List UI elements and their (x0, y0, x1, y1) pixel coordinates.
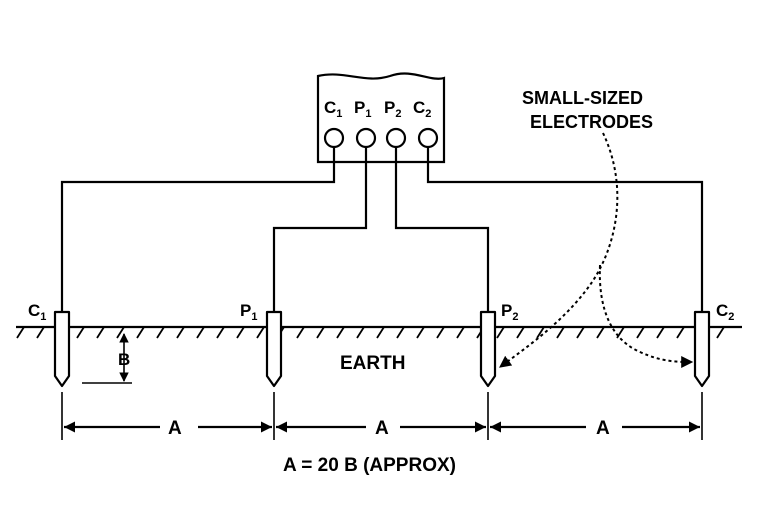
electrode-c1 (53, 310, 71, 388)
hatch-mark (356, 326, 365, 339)
hatch-mark (36, 326, 45, 339)
electrode-c2 (693, 310, 711, 388)
meter-label-p2: P2 (384, 98, 401, 120)
electrode-p2 (479, 310, 497, 388)
meter-label-c2: C2 (413, 98, 431, 120)
wire-c1 (60, 147, 336, 312)
callout-line-2: ELECTRODES (530, 112, 653, 132)
electrode-label-p1: P1 (240, 301, 257, 323)
terminal-p1 (355, 127, 377, 149)
hatch-mark (176, 326, 185, 339)
hatch-mark (676, 326, 685, 339)
hatch-mark (196, 326, 205, 339)
callout-pointer-c2 (598, 264, 694, 368)
hatch-mark (156, 326, 165, 339)
hatch-mark (296, 326, 305, 339)
hatch-mark (496, 326, 505, 339)
electrode-label-c1: C1 (28, 301, 46, 323)
hatch-mark (636, 326, 645, 339)
callout-pointer-p2 (499, 132, 619, 368)
ground-hatching (16, 326, 725, 339)
hatch-mark (556, 326, 565, 339)
hatch-mark (456, 326, 465, 339)
hatch-mark (96, 326, 105, 339)
earth-label: EARTH (340, 353, 405, 374)
hatch-mark (576, 326, 585, 339)
hatch-mark (336, 326, 345, 339)
hatch-mark (16, 326, 25, 339)
meter-label-p1: P1 (354, 98, 371, 120)
callout-line-1: SMALL-SIZED (522, 88, 643, 108)
hatch-mark (256, 326, 265, 339)
hatch-mark (396, 326, 405, 339)
hatch-mark (536, 326, 545, 339)
wire-p2 (394, 147, 490, 312)
hatch-mark (596, 326, 605, 339)
wire-c2 (426, 147, 704, 312)
electrode-label-p2: P2 (501, 301, 518, 323)
hatch-mark (136, 326, 145, 339)
meter-box (316, 72, 446, 164)
meter-label-c1: C1 (324, 98, 342, 120)
hatch-mark (316, 326, 325, 339)
hatch-mark (416, 326, 425, 339)
hatch-mark (656, 326, 665, 339)
hatch-mark (76, 326, 85, 339)
spacing-label-1: A (168, 418, 182, 439)
hatch-mark (216, 326, 225, 339)
wire-p1 (272, 147, 368, 312)
hatch-mark (716, 326, 725, 339)
hatch-mark (236, 326, 245, 339)
hatch-mark (516, 326, 525, 339)
hatch-mark (376, 326, 385, 339)
hatch-mark (436, 326, 445, 339)
hatch-mark (616, 326, 625, 339)
terminal-p2 (385, 127, 407, 149)
spacing-label-2: A (375, 418, 389, 439)
formula-label: A = 20 B (APPROX) (283, 455, 456, 476)
electrode-label-c2: C2 (716, 301, 734, 323)
hatch-mark (116, 326, 125, 339)
depth-label: B (118, 350, 130, 369)
terminal-c2 (417, 127, 439, 149)
terminal-c1 (323, 127, 345, 149)
electrode-p1 (265, 310, 283, 388)
spacing-label-3: A (596, 418, 610, 439)
